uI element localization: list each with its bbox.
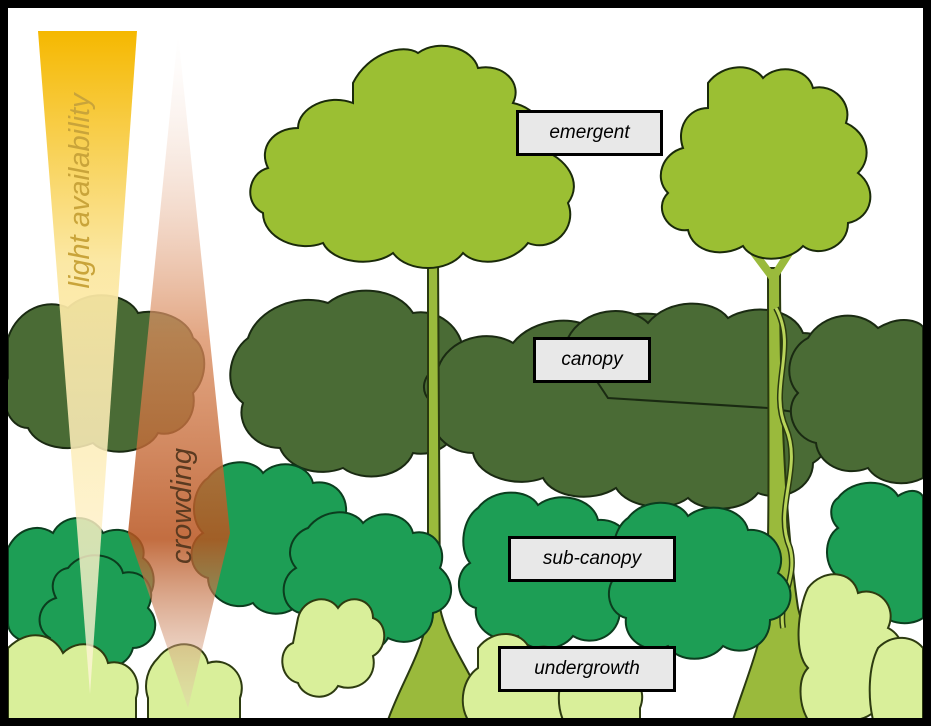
emergent-label: emergent [516,110,663,156]
forest-illustration [8,8,923,718]
canopy-label: canopy [533,337,651,383]
sub-canopy-label: sub-canopy [508,536,676,582]
crowding-label: crowding [164,436,200,576]
emergent-layer [250,46,870,268]
light-availability-label: light availability [62,66,98,316]
undergrowth-label: undergrowth [498,646,676,692]
